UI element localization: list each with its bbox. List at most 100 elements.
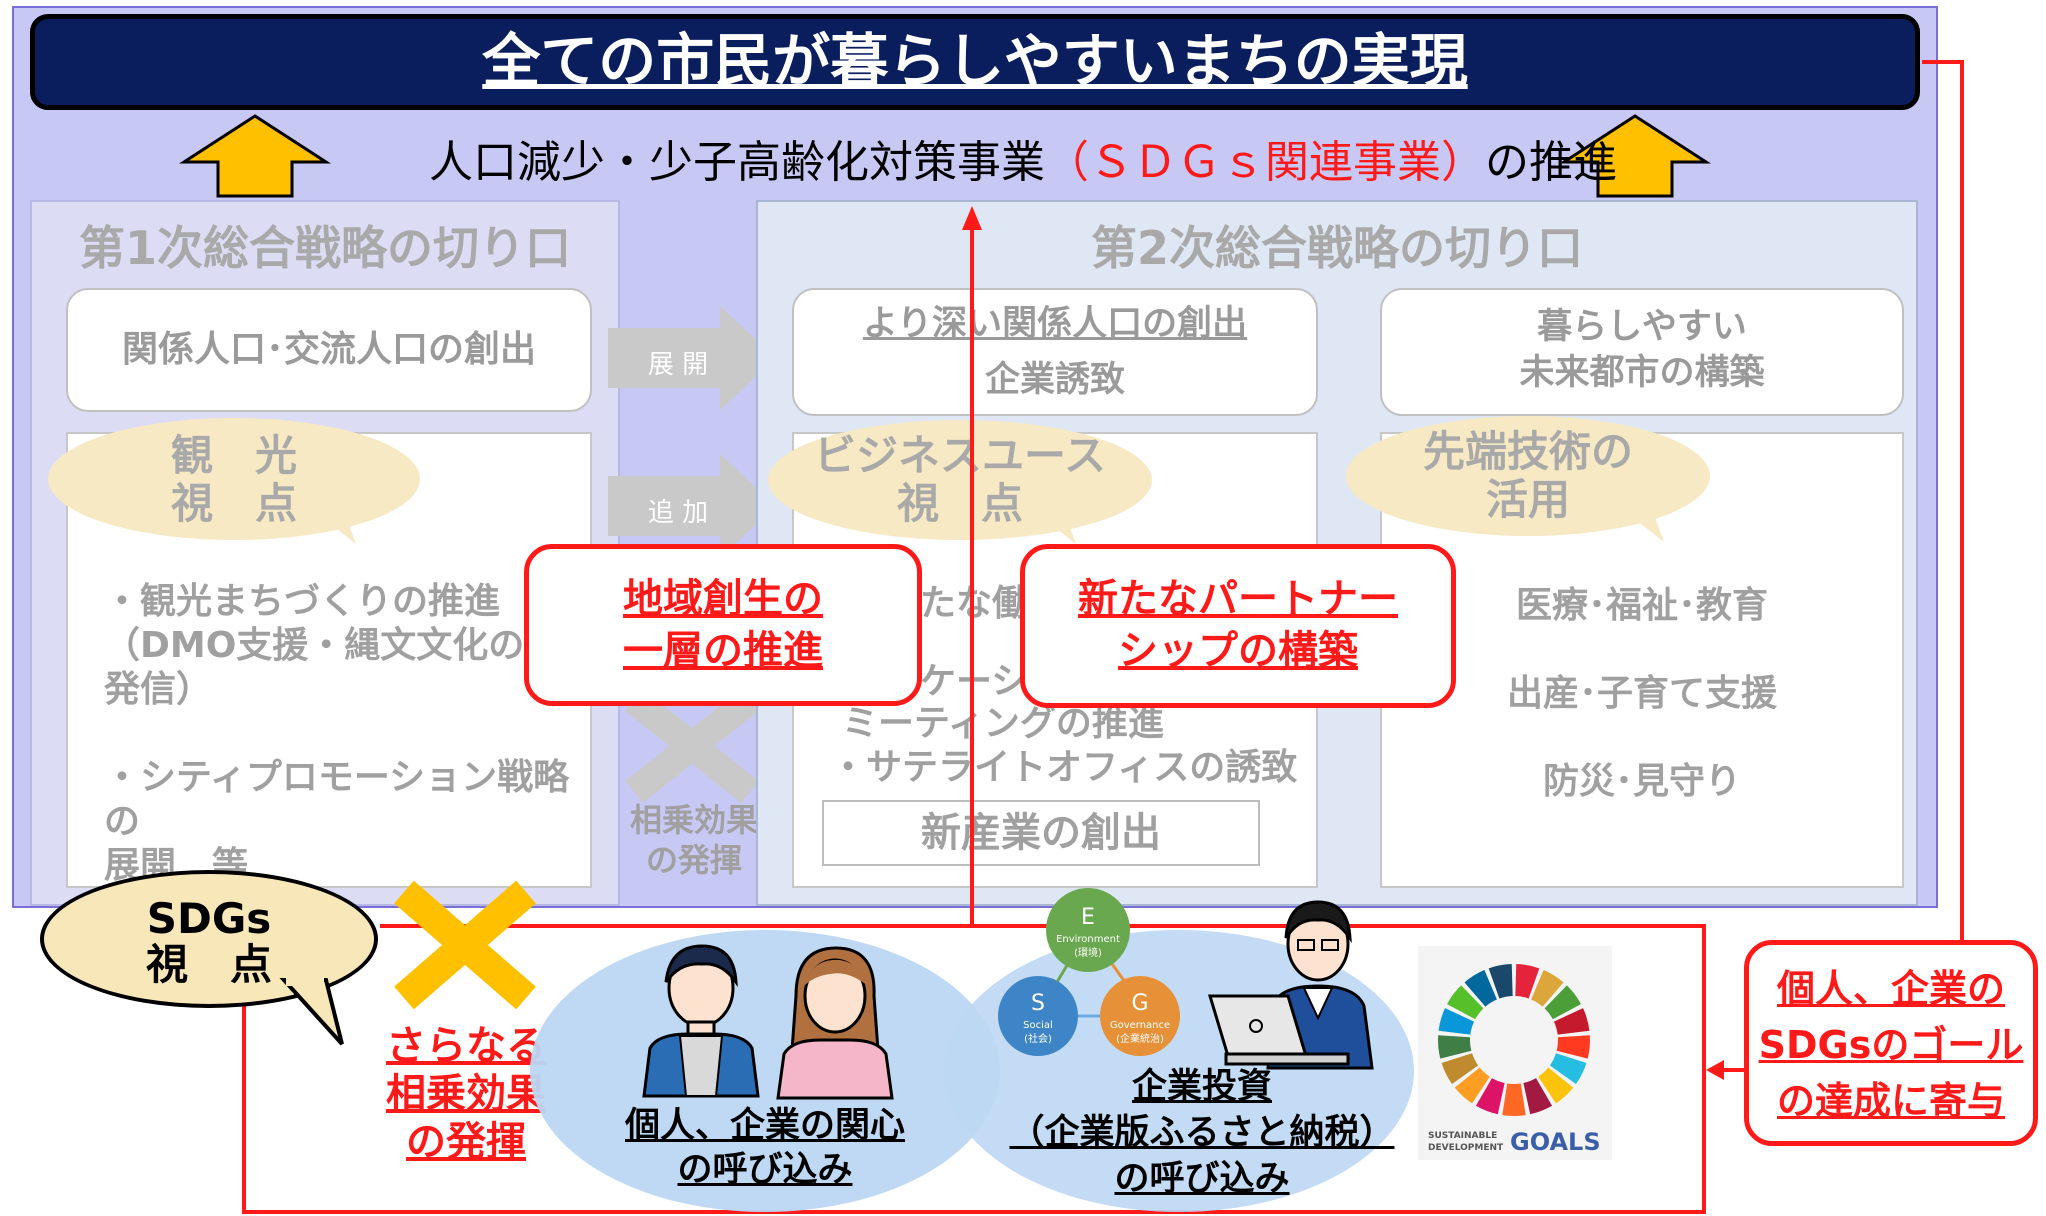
businessman-laptop-icon: [1207, 900, 1374, 1070]
business-bubble-line2: 視 点: [896, 479, 1023, 528]
strategy2-box1-line1: より深い関係人口の創出: [862, 304, 1248, 344]
sdgs-logo-goals: GOALS: [1510, 1128, 1601, 1156]
sdgs-wheel-segment: [1475, 1078, 1505, 1115]
strategy1-item-2: （DMO支援・縄文文化の: [104, 625, 525, 666]
sdgs-wheel-segment: [1523, 1078, 1553, 1115]
expand-label: 展 開: [647, 350, 709, 380]
up-arrow-left-icon: [178, 114, 332, 198]
sdgs-wheel-segment: [1438, 1035, 1472, 1059]
synergy-gray-line1: 相乗効果: [629, 801, 758, 839]
sdgs-wheel-segment: [1531, 969, 1564, 1007]
tech-item-3: 防災･見守り: [1542, 761, 1741, 802]
partner-callout: 新たなパートナー シップの構築: [1020, 544, 1456, 708]
subtitle: 人口減少・少子高齢化対策事業（ＳＤＧｓ関連事業）の推進: [300, 128, 1746, 198]
subtitle-suffix: の推進: [1485, 137, 1617, 188]
contribution-callout-line3: の達成に寄与: [1776, 1079, 2005, 1123]
sdgs-wheel-segment: [1488, 964, 1513, 999]
esg-diagram-icon: E Environment (環境) S Social (社会) G Gover…: [998, 888, 1180, 1056]
tourism-bubble-line1: 観 光: [170, 431, 297, 480]
synergy-cross-icon: [625, 689, 759, 803]
strategy2-box1: より深い関係人口の創出 企業誘致: [792, 288, 1318, 416]
corporate-label-line2: （企業版ふるさと納税）: [1009, 1113, 1395, 1153]
regional-callout: 地域創生の 一層の推進: [524, 544, 922, 706]
individual-label: 個人、企業の関心 の呼び込み: [600, 1104, 930, 1192]
regional-callout-line1: 地域創生の: [623, 576, 823, 622]
new-industry-box: 新産業の創出: [822, 800, 1260, 866]
expand-arrow-icon: [608, 306, 776, 410]
tourism-bubble: 観 光 視 点: [48, 418, 420, 540]
regional-callout-line2: 一層の推進: [623, 628, 823, 674]
sdgs-logo-line2: DEVELOPMENT: [1428, 1143, 1504, 1153]
esg-s-jp: (社会): [1024, 1032, 1052, 1045]
esg-e-en: Environment: [1056, 934, 1120, 945]
sdgs-bubble-tail: [279, 978, 344, 1046]
contribution-callout-line2: SDGsのゴール: [1758, 1023, 2024, 1067]
strategy2-box2: 暮らしやすい 未来都市の構築: [1380, 288, 1904, 416]
synergy-red-line3: の発揮: [406, 1119, 526, 1165]
sdgs-wheel-segment: [1553, 1008, 1590, 1035]
esg-e-letter: E: [1081, 905, 1095, 930]
business-bubble-line1: ビジネスユース: [814, 431, 1106, 480]
tech-item-2: 出産･子育て支援: [1506, 673, 1777, 714]
subtitle-main: 人口減少・少子高齢化対策事業: [429, 137, 1045, 188]
sdgs-wheel-segment: [1464, 969, 1497, 1007]
tech-bubble-line1: 先端技術の: [1422, 427, 1633, 476]
tech-bubble-line2: 活用: [1485, 475, 1570, 524]
sdgs-wheel-icon: [1438, 964, 1590, 1116]
strategy2-box1-line2: 企業誘致: [984, 360, 1125, 400]
strategy1-box: 関係人口･交流人口の創出: [66, 288, 592, 412]
sdgs-wheel-segment: [1544, 985, 1581, 1020]
sdgs-wheel-segment: [1515, 964, 1540, 999]
synergy-red-line1: さらなる: [386, 1023, 546, 1069]
esg-g-letter: G: [1131, 991, 1148, 1016]
person-man-icon: [642, 944, 760, 1098]
strategy2-box2-line2: 未来都市の構築: [1519, 353, 1765, 393]
synergy-gray-label: 相乗効果 の発揮: [622, 800, 766, 880]
corporate-label-line3: の呼び込み: [1114, 1159, 1290, 1199]
corporate-label-line1: 企業投資: [1131, 1067, 1272, 1107]
sdgs-wheel-segment: [1441, 1053, 1479, 1084]
individual-oval: [530, 930, 1000, 1212]
add-label: 追 加: [647, 498, 709, 528]
corporate-label: 企業投資 （企業版ふるさと納税） の呼び込み: [1000, 1064, 1404, 1202]
business-item-1: たな働: [920, 583, 1029, 624]
strategy1-item-3: 発信）: [104, 669, 213, 710]
sdgs-wheel-segment: [1454, 1067, 1490, 1104]
sdgs-bubble-line1: SDGs: [146, 894, 272, 943]
subtitle-highlight: （ＳＤＧｓ関連事業）: [1045, 137, 1485, 188]
synergy-red-label: さらなる 相乗効果 の発揮: [356, 1022, 576, 1166]
sdgs-wheel-segment: [1502, 1083, 1526, 1116]
yellow-cross-icon: [394, 880, 536, 1010]
synergy-red-line2: 相乗効果: [386, 1071, 546, 1117]
esg-s-letter: S: [1031, 991, 1045, 1016]
tourism-bubble-tail: [300, 500, 356, 544]
contribution-callout-line1: 個人、企業の: [1776, 967, 2005, 1011]
sdgs-logo-text: SUSTAINABLE DEVELOPMENT: [1428, 1130, 1508, 1154]
strategy1-item-4: ・シティプロモーション戦略の: [104, 757, 570, 842]
business-bubble: ビジネスユース 視 点: [768, 420, 1152, 540]
strategy1-title: 第1次総合戦略の切り口: [78, 221, 571, 275]
business-bubble-tail: [1020, 500, 1076, 544]
business-item-4: ・サテライトオフィスの誘致: [830, 747, 1298, 788]
partner-callout-line1: 新たなパートナー: [1078, 576, 1398, 622]
tourism-bubble-line2: 視 点: [170, 479, 297, 528]
goal-banner: 全ての市民が暮らしやすいまちの実現: [30, 14, 1920, 110]
strategy1-items: ・観光まちづくりの推進 （DMO支援・縄文文化の 発信） ・シティプロモーション…: [104, 580, 604, 888]
person-woman-icon: [776, 946, 894, 1100]
esg-s-en: Social: [1023, 1020, 1053, 1031]
esg-g-jp: (企業統治): [1116, 1032, 1164, 1045]
corporate-oval: [944, 930, 1414, 1212]
up-arrow-right-icon: [1558, 114, 1712, 198]
business-item-3: ミーティングの推進: [842, 703, 1164, 744]
sdgs-wheel-segment: [1538, 1067, 1574, 1104]
contribution-callout: 個人、企業の SDGsのゴール の達成に寄与: [1744, 940, 2038, 1146]
sdgs-wheel-segment: [1438, 1008, 1475, 1035]
sdgs-bubble-line2: 視 点: [145, 940, 272, 989]
sdgs-wheel-segment: [1549, 1053, 1587, 1084]
synergy-gray-line2: の発揮: [645, 841, 742, 879]
tech-bubble-tail: [1608, 498, 1664, 542]
partner-callout-line2: シップの構築: [1118, 628, 1358, 674]
tech-item-1: 医療･福祉･教育: [1515, 585, 1768, 626]
individual-label-line2: の呼び込み: [677, 1150, 853, 1190]
